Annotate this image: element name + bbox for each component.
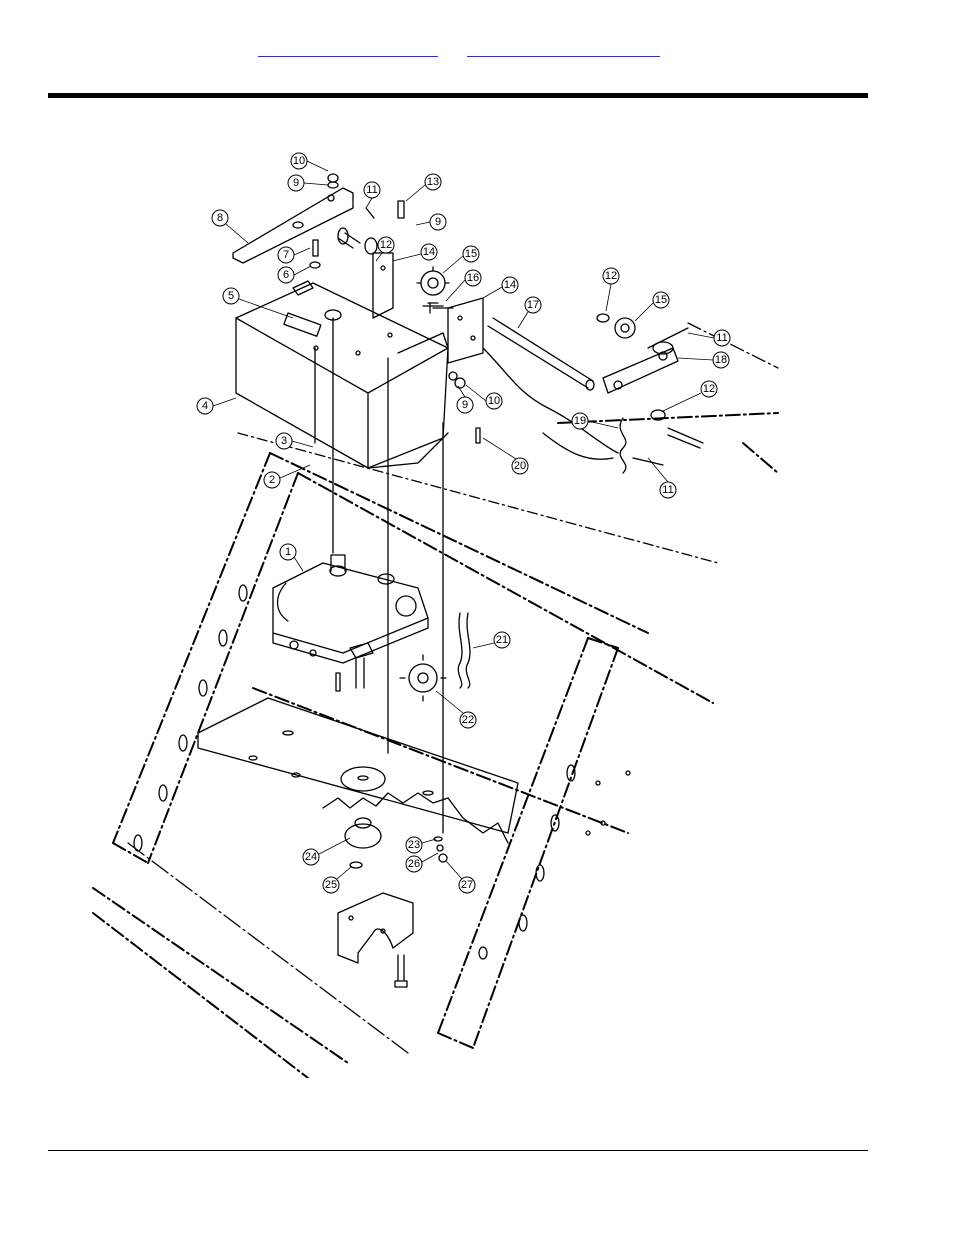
callout-15: 15 [465, 248, 477, 260]
callout-21: 21 [496, 634, 508, 646]
callout-11b: 11 [716, 332, 727, 344]
callout-11c: 11 [662, 484, 673, 496]
callout-8: 8 [217, 212, 223, 224]
callout-19: 19 [574, 415, 586, 427]
callout-16: 16 [467, 272, 479, 284]
callout-27: 27 [461, 879, 473, 891]
callout-18: 18 [715, 354, 727, 366]
callout-13: 13 [427, 176, 439, 188]
nav-link-1[interactable] [258, 44, 438, 57]
callout-15b: 15 [655, 294, 667, 306]
callout-22: 22 [462, 714, 474, 726]
callout-10b: 10 [488, 395, 500, 407]
callout-11: 11 [366, 184, 377, 196]
callout-12b: 12 [605, 270, 617, 282]
callout-1: 1 [285, 546, 291, 558]
callout-9c: 9 [462, 399, 468, 411]
callout-10: 10 [293, 155, 305, 167]
nav-link-2[interactable] [467, 44, 660, 57]
callout-4: 4 [202, 400, 208, 412]
callout-7: 7 [283, 249, 289, 261]
callout-14b: 14 [504, 279, 516, 291]
callout-25: 25 [325, 879, 337, 891]
callout-2: 2 [269, 474, 275, 486]
callout-24: 24 [305, 851, 317, 863]
callout-9b: 9 [435, 216, 441, 228]
callout-6: 6 [283, 269, 289, 281]
exploded-parts-diagram: 10 9 8 7 6 5 4 3 2 11 13 9 12 14 15 16 1… [88, 143, 788, 1078]
callout-12: 12 [380, 239, 392, 251]
callout-12c: 12 [703, 383, 715, 395]
callout-20: 20 [514, 460, 526, 472]
header-rule [48, 93, 868, 98]
callout-26: 26 [408, 858, 420, 870]
callout-9: 9 [293, 177, 299, 189]
callout-labels: 10 9 8 7 6 5 4 3 2 11 13 9 12 14 15 16 1… [197, 153, 730, 893]
callout-23: 23 [408, 839, 420, 851]
callout-14: 14 [423, 246, 435, 258]
callout-5: 5 [228, 290, 234, 302]
callout-3: 3 [281, 435, 287, 447]
callout-17: 17 [527, 299, 539, 311]
footer-rule [48, 1150, 868, 1151]
